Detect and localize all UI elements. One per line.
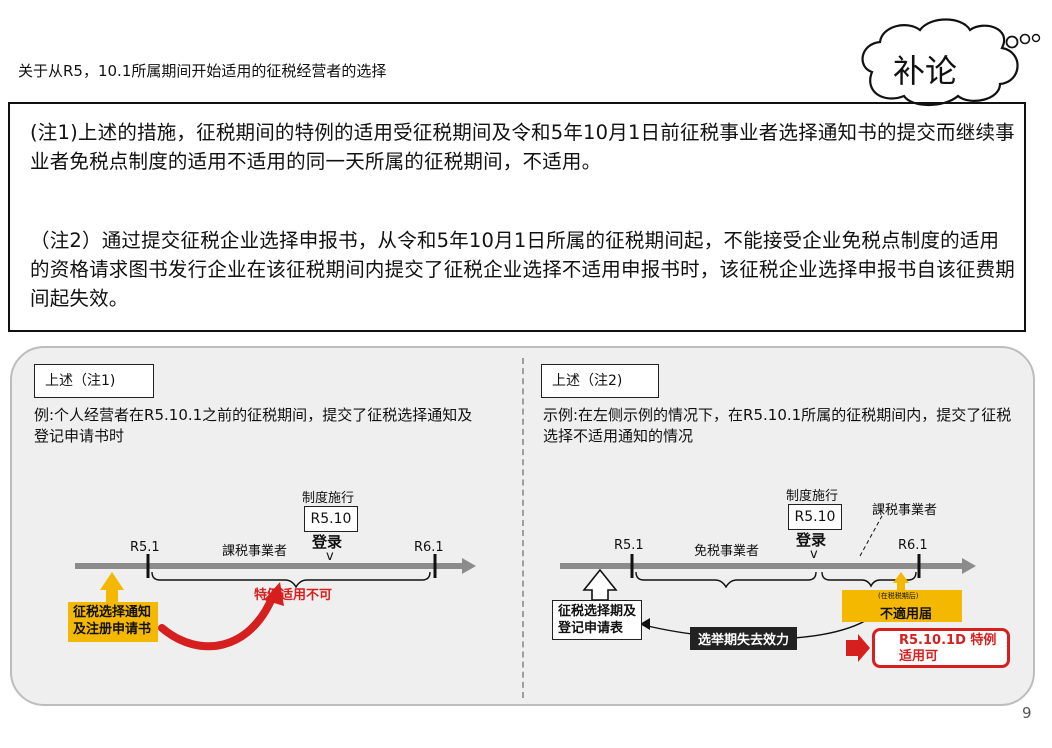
right-r61: R6.1	[898, 538, 928, 553]
left-red-label: 特例适用不可	[254, 588, 333, 603]
right-red-box: R5.10.1D 特例适用可	[872, 628, 1010, 668]
right-institution-label: 制度施行	[786, 489, 839, 504]
left-date-box: R5.10	[304, 506, 358, 532]
right-yellow-main: 不適用届	[880, 607, 933, 622]
right-timeline	[560, 515, 976, 662]
left-yellow-box: 征税选择通知及注册申请书	[68, 602, 158, 642]
right-date-box: R5.10	[788, 504, 842, 530]
left-r51: R5.1	[130, 540, 160, 555]
right-white-box: 征税选择期及登记申请表	[552, 600, 642, 640]
page-title: 关于从R5，10.1所属期间开始适用的征税经营者的选择	[18, 62, 387, 80]
right-tag: 上述（注2)	[541, 364, 659, 398]
left-example: 例:个人经营者在R5.10.1之前的征税期间，提交了征税选择通知及登记申请书时	[34, 406, 473, 445]
right-black-label: 选举期失去效力	[690, 627, 798, 650]
right-v-mark: v	[810, 547, 818, 562]
left-v-mark: v	[326, 549, 334, 564]
left-institution-label: 制度施行	[302, 491, 355, 506]
panel-divider	[522, 358, 524, 698]
right-yellow-small: (在税税期后)	[878, 592, 919, 600]
left-register: 登录	[312, 533, 343, 551]
note-1: (注1)上述的措施，征税期间的特例的适用受征税期间及令和5年10月1日前征税事业…	[30, 121, 1015, 173]
right-taxable-label: 課税事業者	[872, 503, 938, 518]
page-number: 9	[1022, 704, 1032, 722]
left-r61: R6.1	[414, 540, 444, 555]
notes-box	[8, 102, 1026, 332]
right-example: 示例:在左侧示例的情况下，在R5.10.1所属的征税期间内，提交了征税选择不适用…	[543, 406, 1012, 445]
right-yellow-box	[842, 590, 962, 622]
right-r51: R5.1	[614, 538, 644, 553]
left-tag: 上述（注1)	[34, 364, 154, 398]
right-register: 登录	[796, 531, 827, 549]
note-2: （注2）通过提交征税企业选择申报书，从令和5年10月1日所属的征税期间起，不能接…	[30, 229, 1016, 310]
badge-label: 补论	[893, 52, 958, 90]
left-timeline	[75, 554, 476, 651]
left-period-label: 課税事業者	[222, 544, 288, 559]
right-period-label: 免税事業者	[694, 544, 760, 559]
